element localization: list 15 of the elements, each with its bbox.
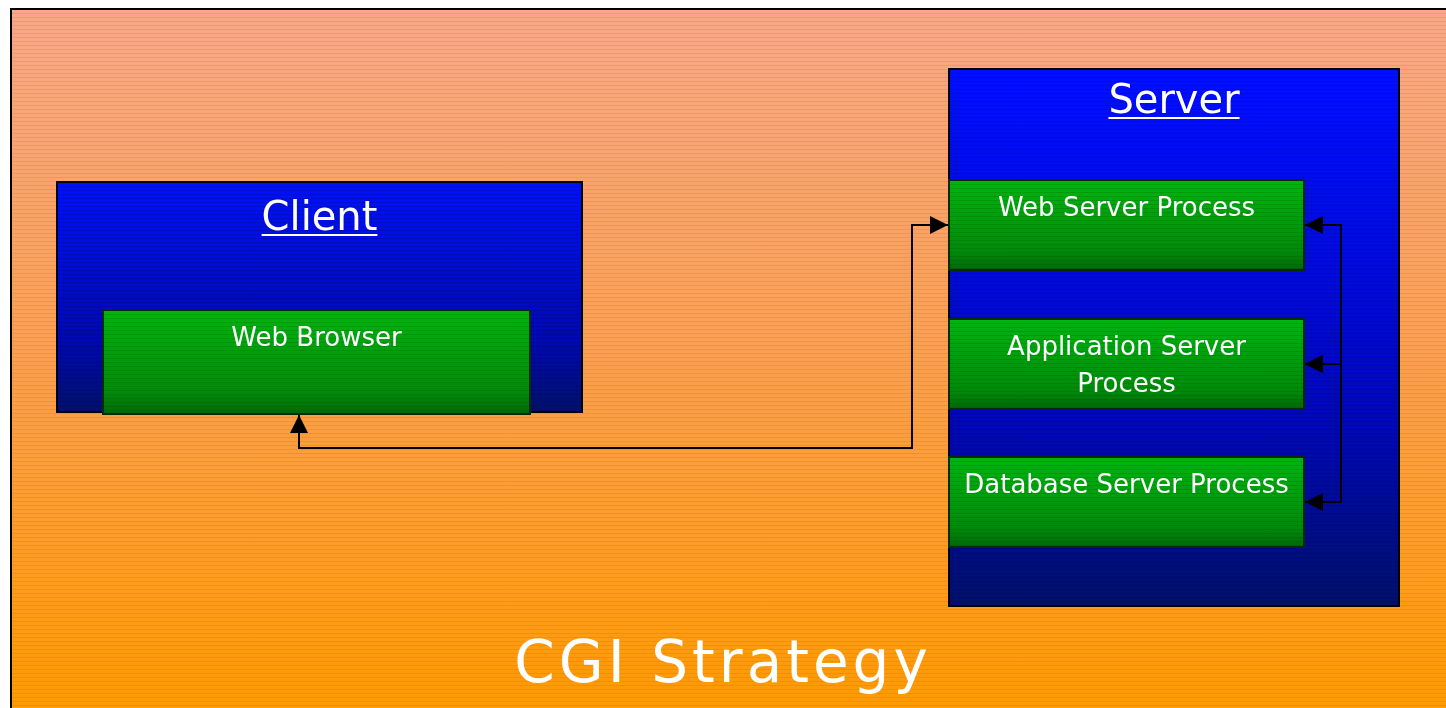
container-panel <box>948 68 1400 607</box>
process-label: Web Server Process <box>997 191 1256 224</box>
process-label: Database Server Process <box>964 468 1289 501</box>
connector-arrow <box>1304 355 1342 511</box>
process-label: Web Browser <box>231 321 402 354</box>
process-box <box>948 179 1305 271</box>
panel-heading: Server <box>1107 76 1241 122</box>
slide-title: CGI Strategy <box>514 628 932 696</box>
process-label: Application Server Process <box>1006 330 1247 400</box>
process-box <box>948 456 1305 548</box>
panel-heading: Client <box>260 193 379 239</box>
container-panel <box>56 181 583 413</box>
process-box <box>948 318 1305 410</box>
process-box <box>102 309 531 415</box>
connector-arrow <box>290 216 949 449</box>
